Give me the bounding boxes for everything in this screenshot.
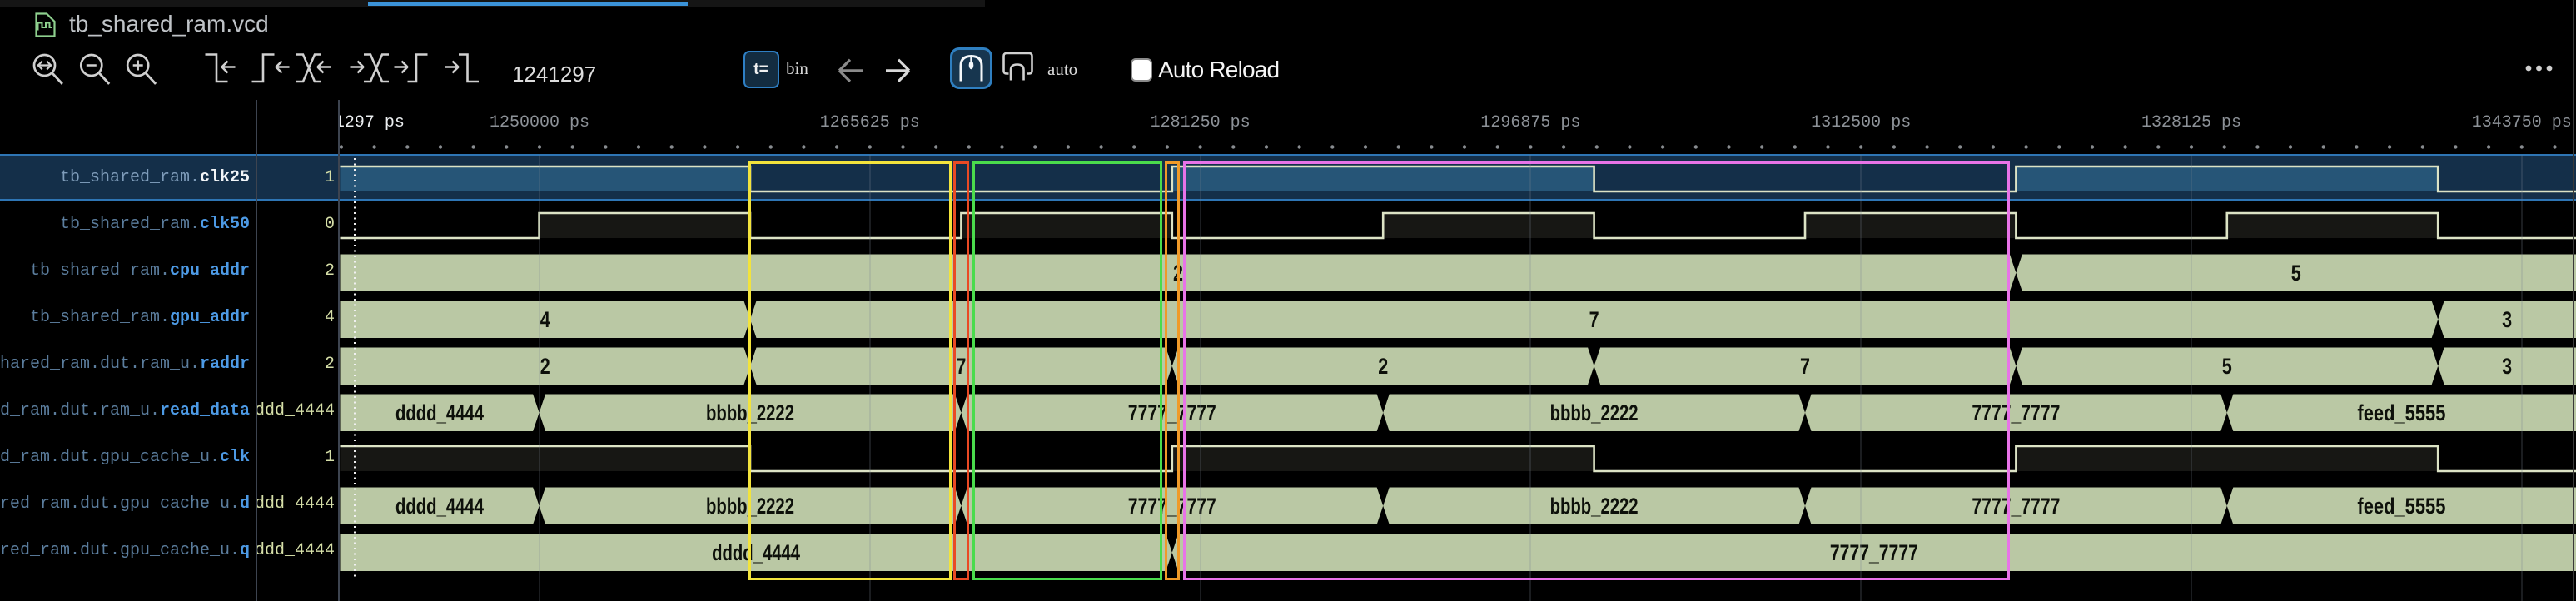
svg-text:feed_5555: feed_5555 — [2357, 494, 2445, 519]
svg-text:dddd_4444: dddd_4444 — [712, 540, 800, 565]
svg-text:2: 2 — [1378, 354, 1388, 379]
svg-text:5: 5 — [2222, 354, 2232, 379]
svg-text:7777_7777: 7777_7777 — [1972, 494, 2060, 519]
svg-text:5: 5 — [2291, 261, 2301, 286]
svg-text:7: 7 — [1589, 307, 1599, 332]
svg-text:4: 4 — [540, 307, 550, 332]
svg-text:2: 2 — [540, 354, 550, 379]
svg-text:feed_5555: feed_5555 — [2357, 400, 2445, 425]
svg-text:7: 7 — [956, 354, 966, 379]
svg-text:dddd_4444: dddd_4444 — [395, 494, 484, 519]
svg-text:dddd_4444: dddd_4444 — [395, 400, 484, 425]
svg-text:3: 3 — [2502, 354, 2512, 379]
svg-text:7: 7 — [1800, 354, 1810, 379]
svg-text:bbbb_2222: bbbb_2222 — [1550, 400, 1639, 425]
svg-text:3: 3 — [2502, 307, 2512, 332]
svg-text:bbbb_2222: bbbb_2222 — [1550, 494, 1639, 519]
svg-text:7777_7777: 7777_7777 — [1830, 540, 1918, 565]
svg-text:7777_7777: 7777_7777 — [1128, 400, 1216, 425]
svg-text:7777_7777: 7777_7777 — [1972, 400, 2060, 425]
svg-text:7777_7777: 7777_7777 — [1128, 494, 1216, 519]
